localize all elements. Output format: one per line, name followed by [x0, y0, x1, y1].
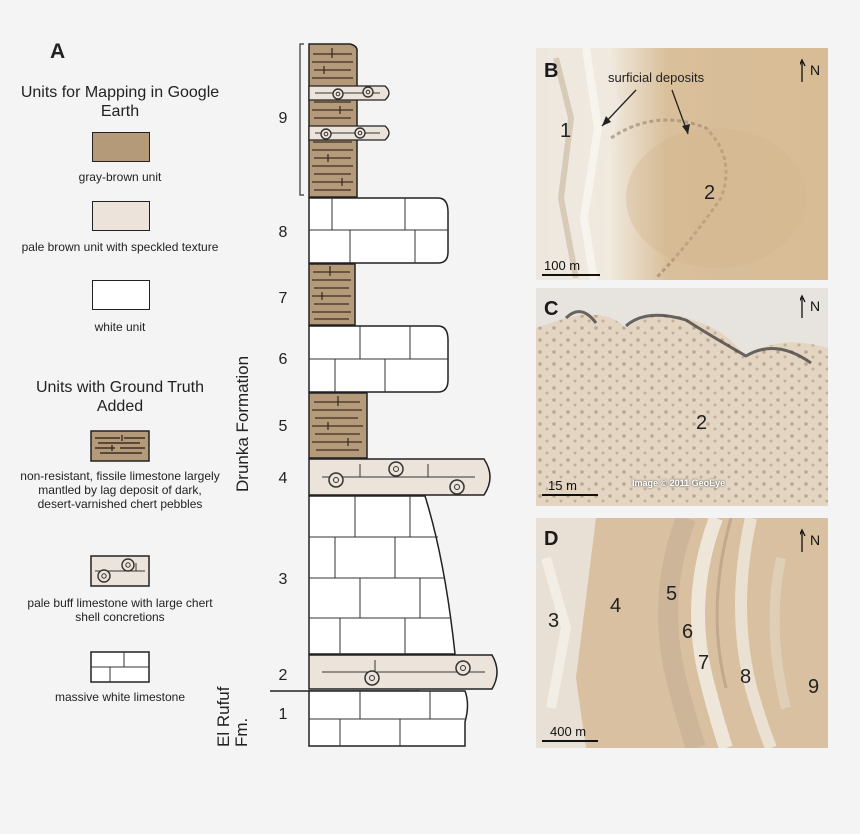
satellite-image-d: D N 3 4 5 6 7 8 9 400 m [536, 518, 828, 748]
north-arrow-d: N [800, 528, 821, 552]
legend-label-pale-brown: pale brown unit with speckled texture [21, 240, 219, 254]
panel-c-unit-2: 2 [696, 412, 708, 434]
swatch-massive-limestone [90, 651, 150, 683]
panel-d-unit-9: 9 [808, 676, 820, 698]
mapping-units-title: Units for Mapping in Google Earth [20, 84, 220, 120]
legend-label-white: white unit [94, 320, 146, 334]
north-label-c: N [810, 298, 821, 314]
annotation-arrows [601, 89, 690, 135]
north-label-b: N [810, 62, 821, 78]
panel-d-unit-7: 7 [698, 652, 710, 674]
swatch-fissile-limestone [90, 430, 150, 462]
north-arrow-b: N [800, 58, 821, 82]
panel-d-unit-8: 8 [740, 666, 752, 688]
panel-d-unit-3: 3 [548, 610, 560, 632]
stratigraphic-column [270, 43, 498, 747]
unit-number-6: 6 [278, 351, 288, 368]
swatch-gray-brown [92, 132, 150, 162]
satellite-image-b: B N surficial deposits 1 2 100 m [536, 48, 828, 280]
unit-number-5: 5 [278, 418, 288, 435]
unit-number-4: 4 [278, 470, 288, 487]
panel-d-letter: D [544, 528, 559, 550]
panel-b-letter: B [544, 60, 559, 82]
north-arrow-c: N [800, 294, 821, 318]
scale-label-d: 400 m [550, 724, 587, 739]
scale-bar-b [542, 274, 600, 276]
unit-number-8: 8 [278, 224, 288, 241]
unit-number-7: 7 [278, 290, 288, 307]
panel-c-letter: C [544, 298, 559, 320]
unit-number-1: 1 [278, 706, 288, 723]
scale-bar-c [542, 494, 598, 496]
annotation-surficial-deposits: surficial deposits [608, 70, 705, 85]
scale-bar-d [542, 740, 598, 742]
unit-number-9: 9 [278, 110, 288, 127]
panel-b-unit-2: 2 [704, 182, 716, 204]
swatch-buff-limestone [90, 555, 150, 587]
image-credit-c: Image © 2011 GeoEye [632, 478, 726, 488]
satellite-image-c: C N 2 Image © 2011 GeoEye 15 m [536, 288, 828, 506]
legend-label-fissile-limestone: non-resistant, fissile limestone largely… [20, 469, 220, 511]
legend-label-massive-limestone: massive white limestone [54, 690, 186, 704]
legend-label-buff-limestone: pale buff limestone with large chert she… [27, 596, 213, 624]
ground-truth-title: Units with Ground Truth Added [35, 379, 205, 415]
north-label-d: N [810, 532, 821, 548]
scale-label-c: 15 m [548, 478, 577, 493]
unit-number-3: 3 [278, 571, 288, 588]
panel-d-unit-5: 5 [666, 583, 678, 605]
unit-number-2: 2 [278, 667, 288, 684]
panel-a-letter: A [50, 40, 66, 63]
swatch-white [92, 280, 150, 310]
panel-d-unit-4: 4 [610, 595, 622, 617]
legend-label-gray-brown: gray-brown unit [78, 170, 162, 184]
panel-d-unit-6: 6 [682, 621, 694, 643]
panel-b-unit-1: 1 [560, 120, 572, 142]
formation-label-el-rufuf: El Rufuf Fm. [214, 686, 251, 747]
scale-label-b: 100 m [544, 258, 581, 273]
swatch-pale-brown [92, 201, 150, 231]
formation-label-drunka: Drunka Formation [233, 355, 252, 492]
